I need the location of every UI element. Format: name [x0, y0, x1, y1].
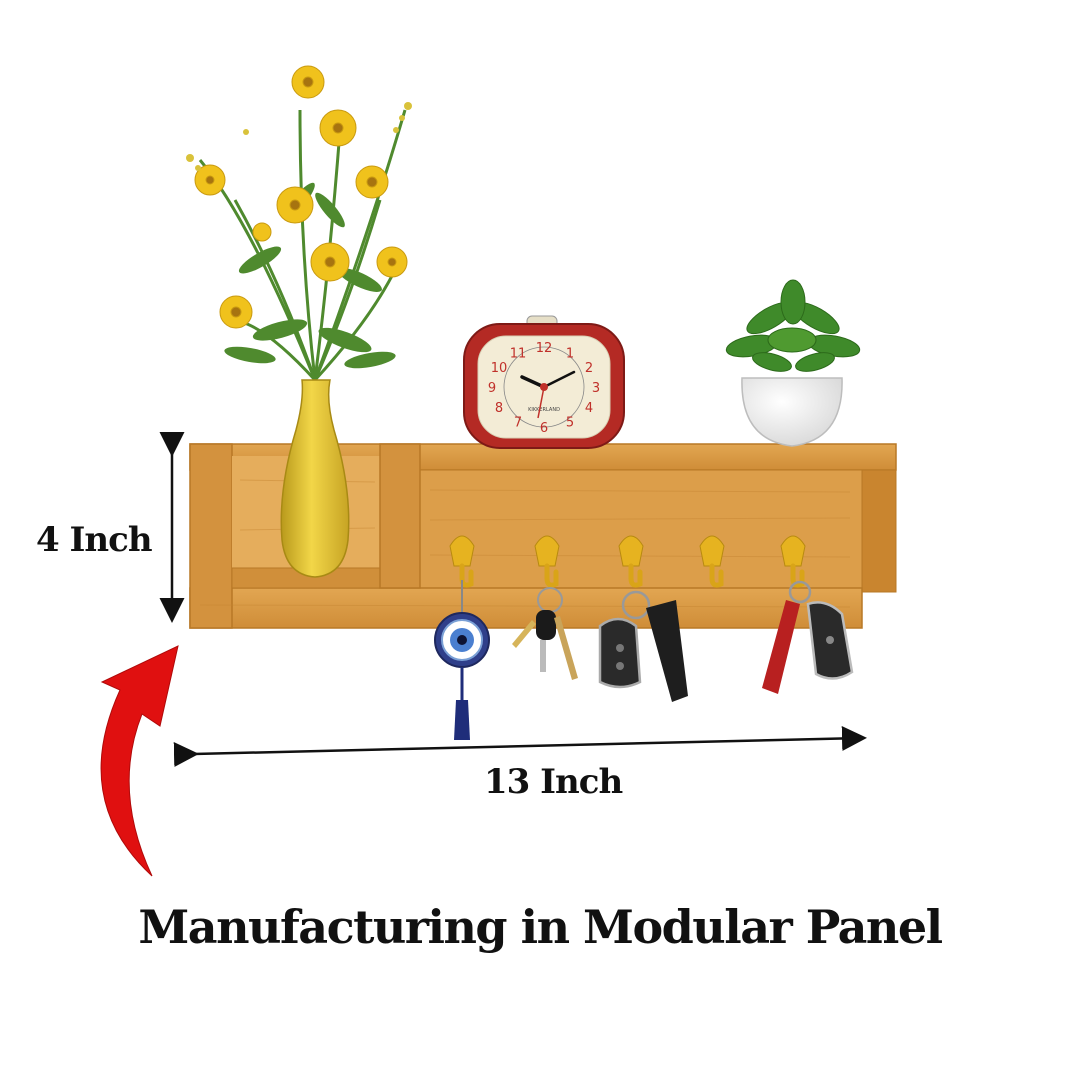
house-keys-icon	[512, 587, 578, 680]
clock-numeral: 9	[488, 381, 496, 396]
curved-arrow-icon	[100, 645, 179, 877]
width-dimension-line	[173, 725, 867, 767]
clock-numeral: 7	[514, 416, 522, 431]
clock-numeral: 11	[510, 346, 527, 361]
hook-icon	[699, 535, 725, 588]
clock-brand-text: KIKKERLAND	[528, 407, 560, 413]
yellow-vase-icon	[280, 379, 350, 578]
flower-bouquet	[186, 65, 412, 382]
clock-numeral: 5	[566, 416, 574, 431]
clock-numeral: 1	[566, 346, 574, 361]
car-key-fob-icon	[598, 590, 688, 702]
width-label: 13 Inch	[484, 762, 623, 802]
height-label: 4 Inch	[36, 520, 153, 560]
clock-numeral: 2	[585, 361, 593, 376]
clock-numeral: 10	[491, 361, 508, 376]
caption: Manufacturing in Modular Panel	[138, 900, 943, 954]
potted-plant-icon	[725, 279, 861, 447]
clock-numeral: 6	[540, 421, 548, 436]
hook-icon	[449, 535, 475, 588]
key-hooks	[449, 535, 806, 588]
hook-icon	[618, 535, 644, 588]
red-strap-key-fob-icon	[762, 580, 854, 694]
clock-numeral: 4	[585, 401, 593, 416]
hook-icon	[534, 535, 560, 588]
clock-numeral: 3	[592, 381, 600, 396]
clock-numeral: 8	[495, 401, 503, 416]
clock-numeral: 12	[536, 341, 553, 356]
